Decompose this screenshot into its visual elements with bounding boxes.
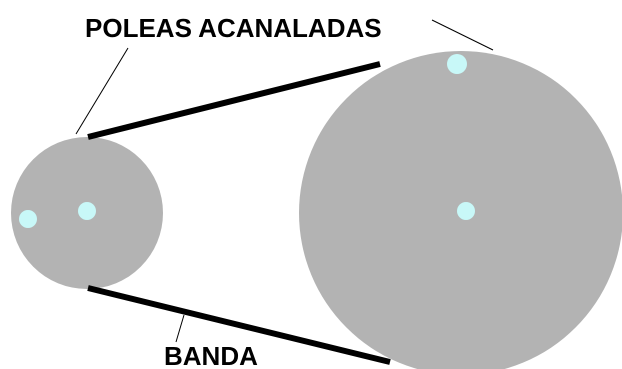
belt-label: BANDA (164, 341, 258, 369)
large-pulley-hole-center (457, 202, 475, 220)
small-pulley-hole-left (19, 210, 37, 228)
pulleys-label: POLEAS ACANALADAS (85, 13, 382, 43)
pulleys-leader-left (76, 48, 128, 134)
pulleys-leader-right (432, 20, 493, 50)
small-pulley-hole-center (78, 202, 96, 220)
belt-leader (176, 315, 184, 342)
large-pulley-hole-top (447, 54, 467, 74)
